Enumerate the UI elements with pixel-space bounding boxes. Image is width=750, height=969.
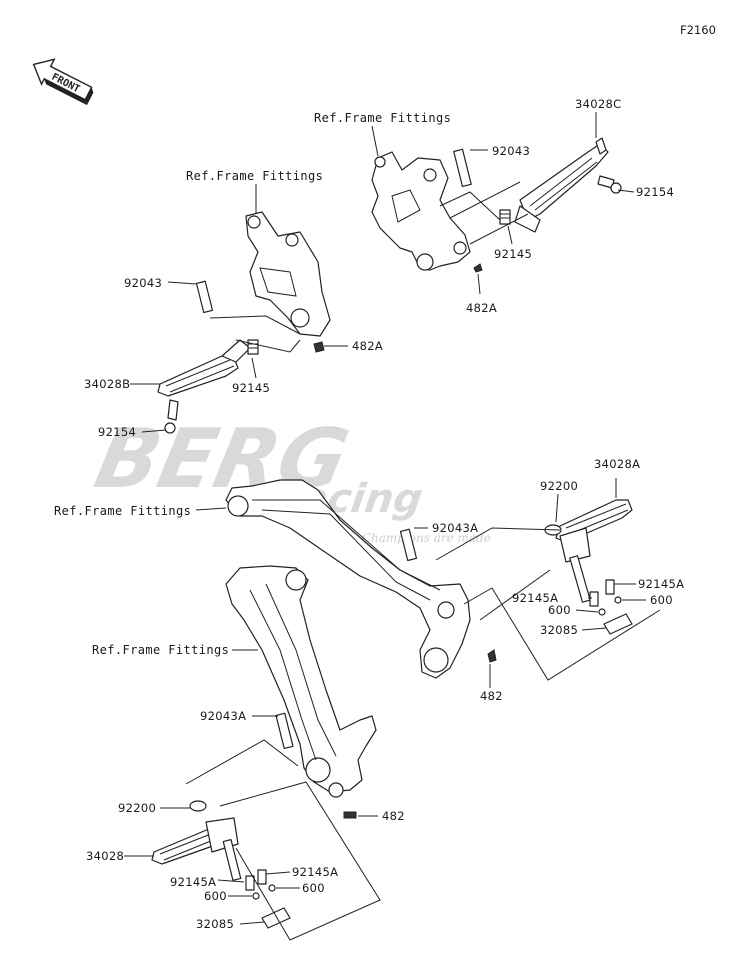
- label-92154-ur: 92154: [636, 185, 674, 199]
- label-92043A-l: 92043A: [200, 709, 246, 723]
- label-600-l1: 600: [204, 889, 227, 903]
- leader-92145A-l2: [265, 871, 291, 875]
- footpeg-34028: [151, 817, 242, 881]
- label-34028B: 34028B: [84, 377, 130, 391]
- pin-92043A-l: [275, 712, 294, 750]
- spring-92145A-r: [589, 579, 615, 607]
- pin-92043-ul: [195, 280, 214, 314]
- label-92145-ur: 92145: [494, 247, 532, 261]
- label-482-l: 482: [382, 809, 405, 823]
- ball-600-l: [252, 884, 276, 900]
- leader-92154-ur: [617, 189, 635, 193]
- label-32085-r: 32085: [540, 623, 578, 637]
- footpeg-34028C: [514, 137, 609, 233]
- leader-92154-ul: [141, 429, 167, 433]
- label-34028A: 34028A: [594, 457, 640, 471]
- label-92145A-r2: 92145A: [638, 577, 684, 591]
- leader-92145A-l1: [217, 879, 245, 883]
- ref-frame-fittings-mid: Ref.Frame Fittings: [54, 504, 191, 518]
- spring-92145A-l: [245, 869, 267, 891]
- leader-ref-ur: [371, 125, 379, 157]
- label-92145A-l2: 92145A: [292, 865, 338, 879]
- assembly-lines-ul: [209, 315, 301, 353]
- label-600-l2: 600: [302, 881, 325, 895]
- label-92154-ul: 92154: [98, 425, 136, 439]
- leader-92145-ur: [507, 225, 513, 245]
- washer-92200-l: [189, 800, 207, 812]
- label-92043A-r: 92043A: [432, 521, 478, 535]
- rear-left-bracket: [245, 211, 331, 337]
- assembly-lines-r: [435, 527, 661, 681]
- footpeg-34028A: [555, 499, 633, 603]
- label-482-r: 482: [480, 689, 503, 703]
- leader-600-r1: [575, 609, 599, 613]
- ref-frame-fittings-upper-left: Ref.Frame Fittings: [186, 169, 323, 183]
- spring-92145-ur: [499, 209, 511, 225]
- ref-frame-fittings-upper-right: Ref.Frame Fittings: [314, 111, 451, 125]
- leader-92043-ul: [167, 281, 197, 285]
- diagram-code: F2160: [680, 23, 716, 37]
- label-92200-l: 92200: [118, 801, 156, 815]
- label-600-r1: 600: [548, 603, 571, 617]
- clip-482-l: [343, 811, 357, 819]
- label-482A-ul: 482A: [352, 339, 383, 353]
- bolt-92154-ur: [597, 175, 622, 194]
- assembly-lines-l: [185, 739, 381, 941]
- leader-ref-mid: [195, 507, 227, 511]
- ref-frame-fittings-lower: Ref.Frame Fittings: [92, 643, 229, 657]
- pin-92043A-r: [399, 528, 418, 562]
- assembly-lines-ur: [439, 181, 529, 245]
- leader-32085-r: [581, 627, 607, 631]
- main-left-bracket: [225, 565, 377, 798]
- front-arrow-icon: FRONT: [32, 58, 94, 106]
- label-92200-r: 92200: [540, 479, 578, 493]
- label-92145A-l1: 92145A: [170, 875, 216, 889]
- label-600-r2: 600: [650, 593, 673, 607]
- leader-482A-ur: [477, 273, 481, 295]
- spring-92145-ul: [247, 339, 259, 355]
- leader-92145-ul: [251, 357, 257, 379]
- label-34028: 34028: [86, 849, 124, 863]
- label-92043-ur: 92043: [492, 144, 530, 158]
- label-32085-l: 32085: [196, 917, 234, 931]
- ball-600-r: [598, 596, 622, 616]
- plate-32085-l: [261, 907, 291, 929]
- pin-92043-ur: [453, 148, 472, 188]
- rear-right-bracket: [371, 151, 471, 271]
- label-92043-ul: 92043: [124, 276, 162, 290]
- clip-482-r: [487, 649, 497, 663]
- plate-32085-r: [603, 613, 633, 635]
- leader-32085-l: [239, 921, 265, 925]
- bolt-92154-ul: [164, 399, 179, 434]
- clip-482A-ul: [313, 341, 325, 353]
- label-34028C: 34028C: [575, 97, 621, 111]
- clip-482A-ur: [473, 263, 483, 273]
- label-482A-ur: 482A: [466, 301, 497, 315]
- leader-92200-r: [555, 493, 559, 523]
- label-92145A-r1: 92145A: [512, 591, 558, 605]
- main-right-bracket: [225, 479, 471, 679]
- label-92145-ul: 92145: [232, 381, 270, 395]
